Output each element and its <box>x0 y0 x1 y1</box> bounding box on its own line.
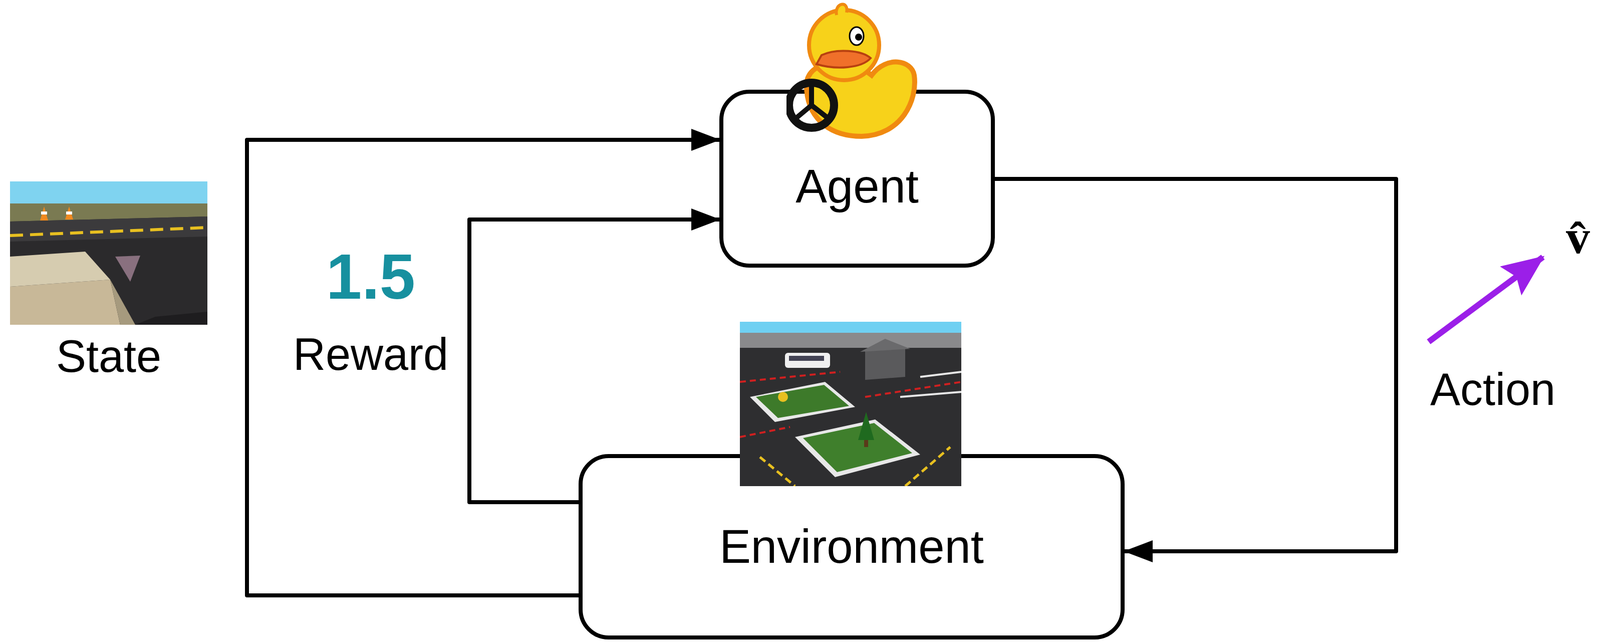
state-label: State <box>56 331 162 382</box>
reward-value: 1.5 <box>326 241 416 313</box>
flow-arrow <box>469 219 720 502</box>
action-vector <box>1428 256 1543 342</box>
reward-label: Reward <box>293 329 449 380</box>
duck-icon <box>786 0 922 146</box>
state-image <box>10 181 208 325</box>
environment-image <box>739 321 962 486</box>
action-label: Action <box>1430 364 1556 415</box>
node-label: Agent <box>795 159 919 214</box>
node-label: Environment <box>719 519 984 574</box>
action-symbol: v̂ <box>1565 210 1590 264</box>
flow-arrow <box>246 139 720 596</box>
flow-arrow <box>994 178 1397 552</box>
